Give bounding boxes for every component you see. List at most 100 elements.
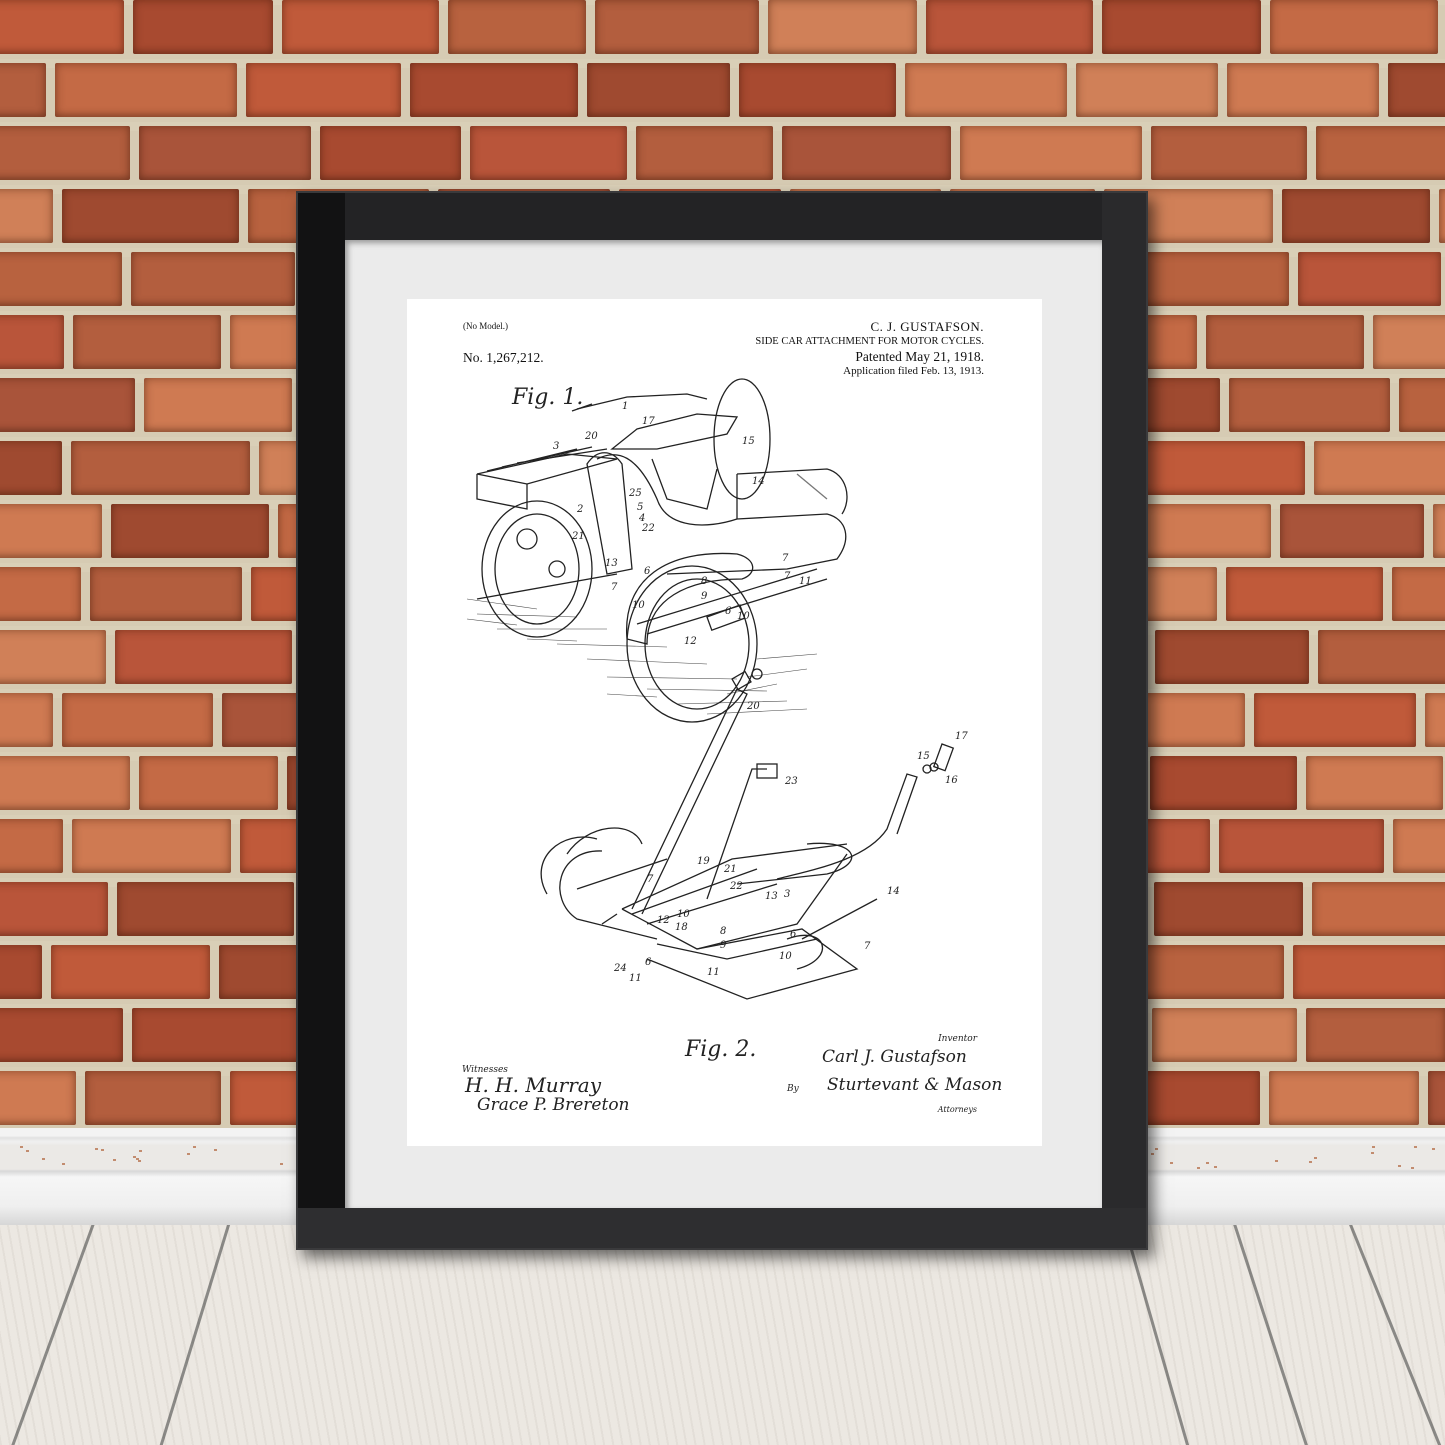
brick-row	[0, 63, 1445, 117]
svg-text:6: 6	[644, 566, 651, 577]
svg-text:5: 5	[637, 502, 643, 513]
brick	[739, 63, 896, 117]
brick	[0, 819, 63, 873]
brick	[90, 567, 242, 621]
paint-speck	[113, 1159, 116, 1161]
inventor-signature: Carl J. Gustafson	[822, 1047, 967, 1067]
brick	[1428, 1071, 1445, 1125]
svg-text:20: 20	[746, 701, 760, 712]
application-filed: Application filed Feb. 13, 1913.	[843, 365, 984, 377]
paint-speck	[62, 1163, 65, 1165]
svg-text:23: 23	[784, 776, 798, 787]
fig1-label: Fig. 1.	[512, 385, 584, 410]
brick	[0, 189, 53, 243]
svg-text:16: 16	[945, 775, 958, 786]
paint-speck	[1214, 1166, 1217, 1168]
brick	[768, 0, 917, 54]
attorney-label: Attorneys	[937, 1105, 977, 1114]
brick	[0, 441, 62, 495]
frame-top	[298, 193, 1146, 240]
svg-text:22: 22	[641, 523, 655, 534]
svg-text:17: 17	[642, 416, 655, 427]
svg-text:11: 11	[629, 973, 642, 984]
svg-text:21: 21	[723, 864, 737, 875]
brick	[960, 126, 1142, 180]
brick	[282, 0, 439, 54]
svg-text:10: 10	[677, 909, 690, 920]
brick	[1102, 0, 1261, 54]
svg-text:13: 13	[765, 891, 778, 902]
brick	[0, 882, 108, 936]
paint-speck	[95, 1148, 98, 1150]
svg-text:2: 2	[576, 504, 583, 515]
brick	[1306, 756, 1443, 810]
brick	[1282, 189, 1430, 243]
brick	[1393, 819, 1445, 873]
svg-text:3: 3	[784, 889, 790, 900]
brick	[1135, 504, 1271, 558]
brick	[410, 63, 578, 117]
brick	[85, 1071, 221, 1125]
paint-speck	[1432, 1148, 1435, 1150]
paint-speck	[139, 1150, 142, 1152]
brick	[1425, 693, 1445, 747]
brick	[139, 756, 278, 810]
frame-bottom	[298, 1208, 1146, 1248]
paint-speck	[280, 1163, 283, 1165]
patent-number: No. 1,267,212.	[463, 350, 544, 365]
brick	[144, 378, 292, 432]
brick	[62, 693, 213, 747]
paint-speck	[133, 1156, 136, 1158]
paint-speck	[193, 1146, 196, 1148]
brick	[595, 0, 759, 54]
brick	[1316, 126, 1445, 180]
paint-speck	[1170, 1162, 1173, 1164]
brick	[1312, 882, 1445, 936]
svg-text:21: 21	[571, 531, 585, 542]
brick	[1392, 567, 1445, 621]
brick	[587, 63, 730, 117]
paint-speck	[20, 1146, 23, 1148]
paint-speck	[1372, 1146, 1375, 1148]
svg-text:7: 7	[864, 941, 871, 952]
brick	[51, 945, 210, 999]
paint-speck	[136, 1158, 139, 1160]
paint-speck	[1398, 1165, 1401, 1167]
paint-speck	[1414, 1146, 1417, 1148]
svg-text:6: 6	[725, 606, 732, 617]
brick	[1229, 378, 1390, 432]
brick	[0, 1008, 123, 1062]
brick	[139, 126, 311, 180]
brick	[62, 189, 239, 243]
paint-speck	[1151, 1153, 1154, 1155]
brick	[636, 126, 773, 180]
brick	[131, 252, 295, 306]
paint-speck	[1371, 1152, 1374, 1154]
brick	[0, 252, 122, 306]
brick	[470, 126, 627, 180]
brick	[115, 630, 292, 684]
wood-floor	[0, 1225, 1445, 1445]
witness-2-signature: Grace P. Brereton	[477, 1095, 630, 1115]
brick	[1122, 441, 1305, 495]
brick	[1439, 189, 1445, 243]
svg-text:9: 9	[720, 940, 727, 951]
svg-text:11: 11	[707, 967, 720, 978]
svg-text:17: 17	[955, 731, 968, 742]
brick	[0, 0, 124, 54]
brick-row	[0, 0, 1445, 54]
brick	[1306, 1008, 1445, 1062]
brick	[72, 819, 231, 873]
brick	[246, 63, 401, 117]
patented-date: Patented May 21, 1918.	[855, 349, 984, 364]
svg-text:7: 7	[647, 874, 654, 885]
svg-text:4: 4	[638, 513, 645, 524]
brick	[55, 63, 237, 117]
brick	[0, 315, 64, 369]
paint-speck	[1314, 1157, 1317, 1159]
inventor-label: Inventor	[938, 1034, 977, 1044]
witness-1-signature: H. H. Murray	[465, 1073, 602, 1097]
paint-speck	[138, 1160, 141, 1162]
svg-text:12: 12	[684, 636, 697, 647]
